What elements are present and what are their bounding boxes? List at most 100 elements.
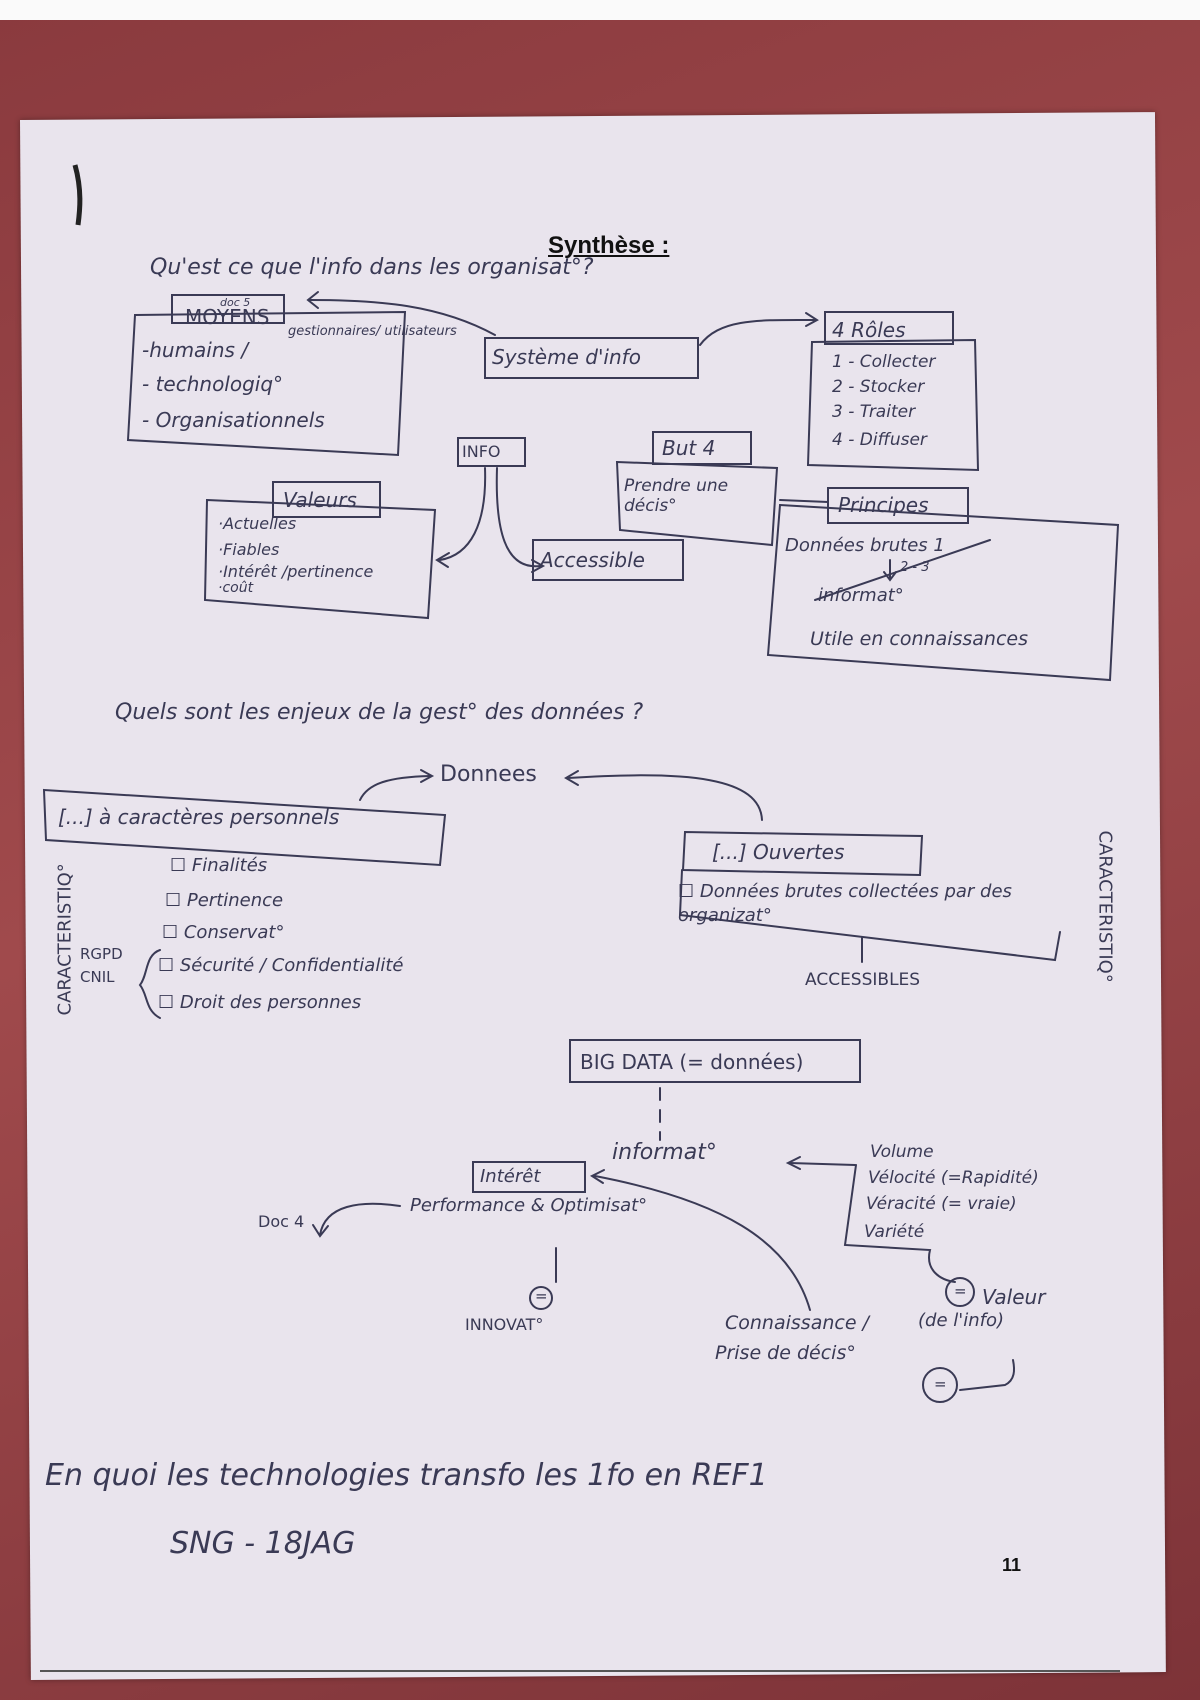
roles-title-box [824, 311, 954, 345]
role-item-2: 2 - Stocker [832, 377, 925, 397]
valeurs-title: Valeurs [283, 488, 357, 512]
role-item-4: 4 - Diffuser [832, 430, 927, 450]
v-item-3: Véracité (= vraie) [866, 1194, 1017, 1214]
perso-item-4: ☐ Sécurité / Confidentialité [158, 955, 404, 976]
question-2: Quels sont les enjeux de la gest° des do… [115, 700, 644, 725]
connaissance-label: Connaissance / [725, 1312, 869, 1334]
arrow-perso-to-donnees [359, 775, 431, 801]
v-item-1: Volume [870, 1142, 934, 1162]
but-title-box [652, 431, 752, 465]
valeurs-title-box [272, 481, 381, 518]
v-item-4: Variété [864, 1222, 925, 1242]
doc-label: Doc 4 [258, 1212, 305, 1231]
moyens-note: gestionnaires/ utilisateurs [288, 324, 457, 339]
role-item-3: 3 - Traiter [832, 402, 916, 422]
principes-diagonal [814, 539, 991, 601]
but-box [615, 460, 779, 547]
v-item-2: Vélocité (=Rapidité) [868, 1168, 1039, 1188]
perso-item-1-text: Finalités [191, 855, 268, 876]
valeurs-box [203, 498, 437, 620]
question-3: En quoi les technologies transfo les 1fo… [45, 1458, 768, 1493]
arrow-doc [319, 1202, 401, 1236]
info-box [457, 437, 526, 467]
rgpd-bracket [138, 949, 161, 1019]
valeurs-item-1: ·Actuelles [218, 514, 297, 533]
perso-item-3: ☐ Conservat° [162, 922, 285, 943]
question-3-sub: SNG - 18JAG [170, 1526, 356, 1561]
innovat-circle [529, 1286, 553, 1310]
informat-label: informat° [612, 1140, 717, 1165]
performance-label: Performance & Optimisat° [410, 1195, 648, 1216]
principes-item-1: Données brutes 1 [785, 535, 945, 556]
prise-circle [922, 1367, 958, 1403]
valeurs-item-3: ·Intérêt /pertinence [218, 562, 374, 581]
innovat-label: INNOVAT° [465, 1315, 544, 1334]
accessible-label: Accessible [540, 548, 645, 572]
perso-box [42, 788, 447, 867]
accessibles-label: ACCESSIBLES [805, 970, 921, 990]
valeur-eq: = [954, 1282, 967, 1300]
systeme-info-label: Système d'info [492, 345, 641, 369]
arrow-connaissance-to-interet [594, 1175, 811, 1311]
interet-box [472, 1161, 586, 1193]
arrow-systeme-to-moyens [309, 299, 496, 336]
roles-title: 4 Rôles [832, 318, 906, 342]
arrow-info-to-accessible [495, 467, 541, 568]
moyens-title-box [171, 294, 285, 324]
moyens-item-2: - technologiq° [142, 372, 284, 396]
vs-bracket [843, 1164, 956, 1283]
arrow-vs-to-informat [789, 1162, 856, 1166]
perso-title: [...] à caractères personnels [58, 805, 340, 829]
principes-box [766, 503, 1120, 682]
bigdata-label: BIG DATA (= données) [580, 1050, 804, 1074]
ouvertes-title: [...] Ouvertes [712, 840, 845, 864]
top-margin [0, 0, 1200, 20]
right-vertical-label: CARACTERISTIQ° [1094, 830, 1116, 983]
principes-item-2: 2 - 3 [900, 560, 930, 575]
ouvertes-text: ☐ Données brutes collectées par des orga… [678, 881, 1012, 926]
moyens-doc-tag: doc 5 [220, 296, 251, 309]
but-title: But 4 [662, 436, 716, 460]
ouvertes-box [681, 830, 924, 877]
principes-title-box [827, 487, 969, 524]
page-title: Synthèse : [548, 232, 670, 259]
but-text: Prendre une décis° [624, 476, 729, 516]
ouvertes-text-content: Données brutes collectées par des organi… [678, 881, 1012, 926]
moyens-item-3: - Organisationnels [142, 408, 325, 432]
valeur-label: Valeur [982, 1285, 1046, 1309]
interet-label: Intérêt [480, 1166, 541, 1187]
valeurs-item-4: ·coût [218, 580, 254, 596]
principes-item-4: Utile en connaissances [810, 628, 1029, 650]
left-vertical-label: CARACTERISTIQ° [54, 863, 76, 1016]
role-item-1: 1 - Collecter [832, 352, 936, 372]
info-label: INFO [462, 442, 501, 461]
innovat-eq: = [535, 1287, 548, 1305]
principes-item-3: informat° [818, 585, 904, 606]
perso-item-4-text: Sécurité / Confidentialité [179, 955, 404, 976]
rgpd-label: RGPD [80, 945, 123, 963]
perso-item-5-text: Droit des personnes [179, 992, 362, 1013]
arrow-systeme-to-roles [699, 318, 816, 346]
perso-item-3-text: Conservat° [183, 922, 285, 943]
systeme-box [484, 337, 699, 379]
prise-label: Prise de décis° [715, 1342, 856, 1364]
principes-title: Principes [838, 493, 929, 517]
moyens-item-1: -humains / [142, 338, 249, 362]
donnees-label: Donnees [440, 762, 537, 787]
arrow-ouvertes-to-donnees [567, 774, 763, 821]
moyens-box [126, 310, 407, 457]
valeurs-item-2: ·Fiables [218, 540, 280, 559]
page-number: 11 [1002, 1555, 1022, 1575]
valeur-sub-label: (de l'info) [918, 1310, 1004, 1331]
bigdata-box [569, 1039, 861, 1083]
bottom-rule [40, 1670, 1120, 1672]
perso-item-5: ☐ Droit des personnes [158, 992, 362, 1013]
prise-eq: = [934, 1375, 947, 1393]
roles-box [806, 338, 980, 472]
perso-item-2: ☐ Pertinence [165, 890, 284, 911]
arrow-info-to-valeurs [439, 467, 487, 561]
cnil-label: CNIL [80, 968, 115, 986]
perso-item-2-text: Pertinence [186, 890, 284, 911]
accessible-box [532, 539, 684, 581]
